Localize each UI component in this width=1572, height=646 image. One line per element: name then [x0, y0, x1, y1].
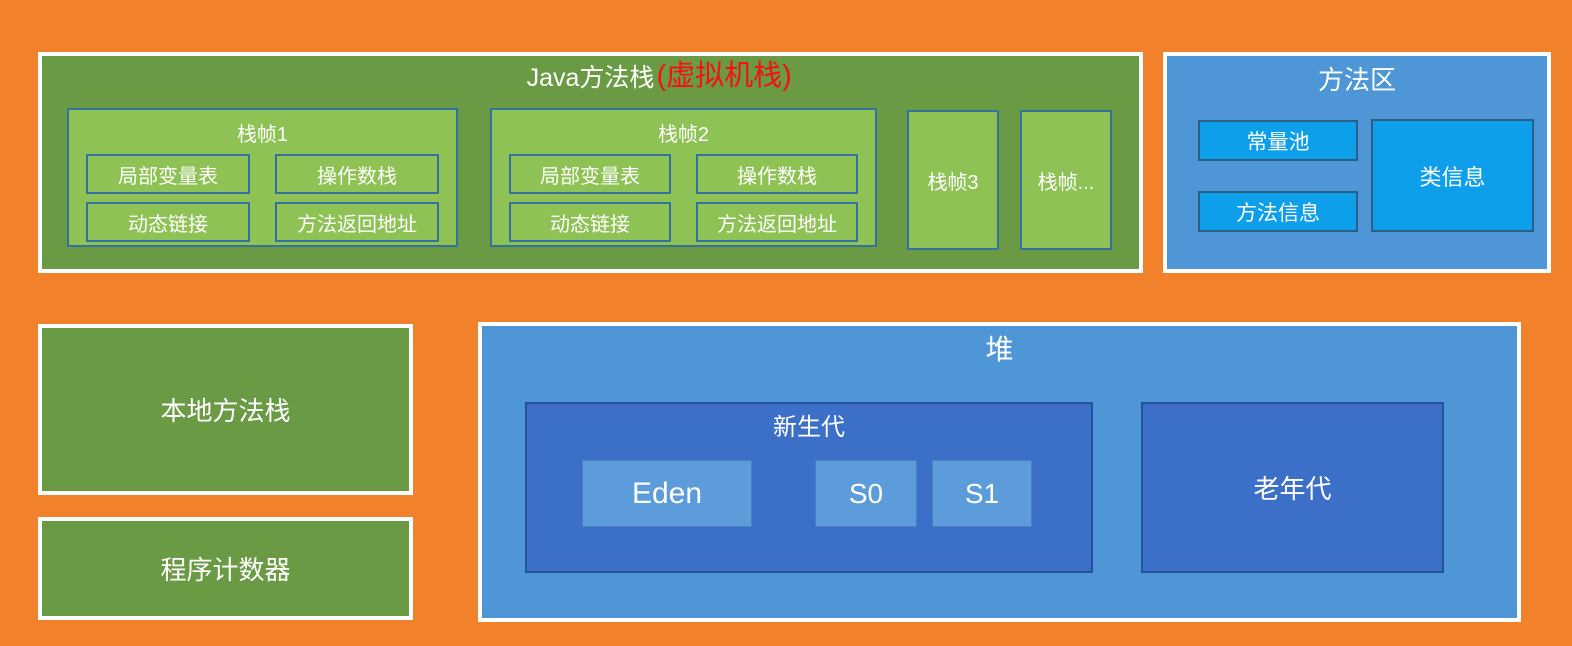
heap-title: 堆 [985, 334, 1014, 365]
survivor-1-box: S1 [932, 460, 1032, 527]
young-generation-title: 新生代 [773, 414, 845, 441]
stack-frame-1-grid: 局部变量表 操作数栈 动态链接 方法返回地址 [69, 154, 456, 242]
java-stack-title-row: Java方法栈 (虚拟机栈) [42, 60, 1139, 95]
stack-frame-3-label: 栈帧3 [927, 171, 979, 194]
method-area-title: 方法区 [1317, 65, 1396, 95]
heap-box: 堆 新生代 Eden S0 S1 老年代 [478, 322, 1521, 622]
java-stack-title: Java方法栈 [526, 64, 655, 92]
dynamic-linking: 动态链接 [86, 202, 250, 242]
stack-frame-3: 栈帧3 [907, 110, 999, 250]
young-generation-box: 新生代 Eden S0 S1 [525, 402, 1093, 573]
stack-frame-more: 栈帧... [1020, 110, 1112, 250]
class-info-box: 类信息 [1371, 119, 1534, 232]
native-stack-label: 本地方法栈 [160, 396, 291, 426]
local-variable-table: 局部变量表 [509, 154, 671, 194]
stack-frame-2: 栈帧2 局部变量表 操作数栈 动态链接 方法返回地址 [490, 108, 877, 247]
stack-frame-more-label: 栈帧... [1037, 171, 1095, 194]
old-generation-box: 老年代 [1141, 402, 1444, 573]
dynamic-linking: 动态链接 [509, 202, 671, 242]
return-address: 方法返回地址 [275, 202, 439, 242]
survivor-0-box: S0 [815, 460, 917, 527]
constant-pool-box: 常量池 [1198, 120, 1358, 161]
return-address: 方法返回地址 [696, 202, 858, 242]
java-stack-title-annotation: (虚拟机栈) [656, 60, 792, 92]
local-variable-table: 局部变量表 [86, 154, 250, 194]
stack-frame-1-label: 栈帧1 [236, 123, 289, 146]
stack-frame-2-label: 栈帧2 [657, 123, 710, 146]
pc-register-box: 程序计数器 [38, 517, 413, 620]
java-stack-box: Java方法栈 (虚拟机栈) 栈帧1 局部变量表 操作数栈 动态链接 方法返回地… [38, 52, 1143, 273]
stack-frame-2-grid: 局部变量表 操作数栈 动态链接 方法返回地址 [492, 154, 875, 242]
pc-register-label: 程序计数器 [160, 555, 291, 585]
stack-frame-1: 栈帧1 局部变量表 操作数栈 动态链接 方法返回地址 [67, 108, 458, 247]
operand-stack: 操作数栈 [275, 154, 439, 194]
operand-stack: 操作数栈 [696, 154, 858, 194]
eden-box: Eden [582, 460, 752, 527]
method-area-box: 方法区 常量池 方法信息 类信息 [1163, 52, 1551, 273]
method-info-box: 方法信息 [1198, 191, 1358, 232]
native-stack-box: 本地方法栈 [38, 324, 413, 495]
